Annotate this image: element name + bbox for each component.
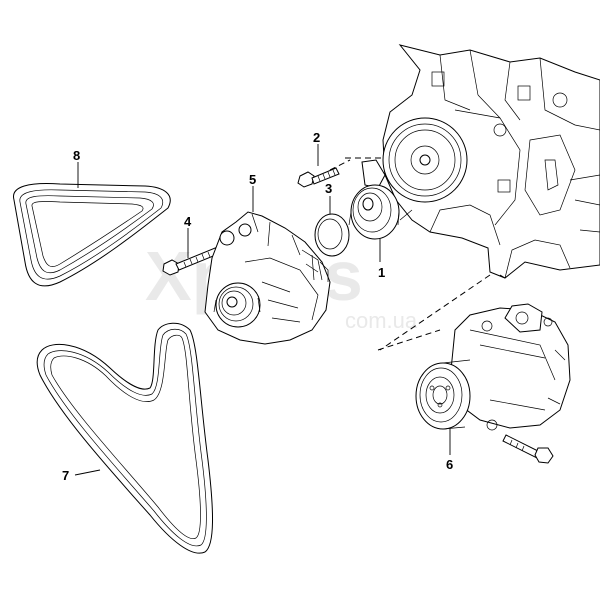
- engine-block: [382, 44, 600, 279]
- callout-1: 1: [378, 265, 385, 280]
- callout-4: 4: [184, 214, 192, 229]
- bolt-compressor: [502, 434, 554, 464]
- leader-lines: [74, 144, 451, 476]
- assembly-lines: [329, 157, 506, 351]
- callout-8: 8: [73, 148, 80, 163]
- tensioner-pulley: [348, 159, 400, 240]
- callout-7: 7: [62, 468, 69, 483]
- bolt-top: [297, 167, 340, 188]
- callout-3: 3: [325, 181, 332, 196]
- pulley-cover: [314, 213, 350, 257]
- alternator: [204, 211, 331, 345]
- callout-2: 2: [313, 130, 320, 145]
- belt-large: [36, 322, 213, 554]
- belt-small: [13, 183, 171, 287]
- watermark-domain: com.ua: [345, 308, 418, 333]
- callout-6: 6: [446, 457, 453, 472]
- ac-compressor: [415, 303, 571, 431]
- callout-5: 5: [249, 172, 256, 187]
